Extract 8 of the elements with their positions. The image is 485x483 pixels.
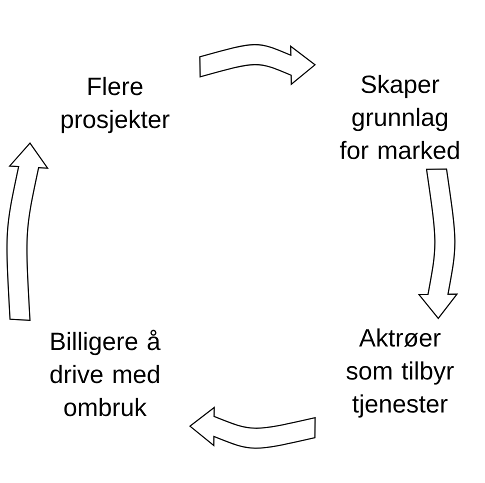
block-arrow (418, 168, 458, 319)
text-label: Aktrøer som tilbyr tjenester (346, 328, 454, 418)
text-label: Billigere å drive med ombruk (50, 330, 161, 416)
text-label: Flere prosjekter (62, 76, 170, 134)
block-arrow (189, 406, 316, 449)
text-label: Skaper grunnlag for marked (340, 74, 459, 160)
block-arrow (6, 142, 48, 321)
block-arrow (199, 44, 316, 85)
